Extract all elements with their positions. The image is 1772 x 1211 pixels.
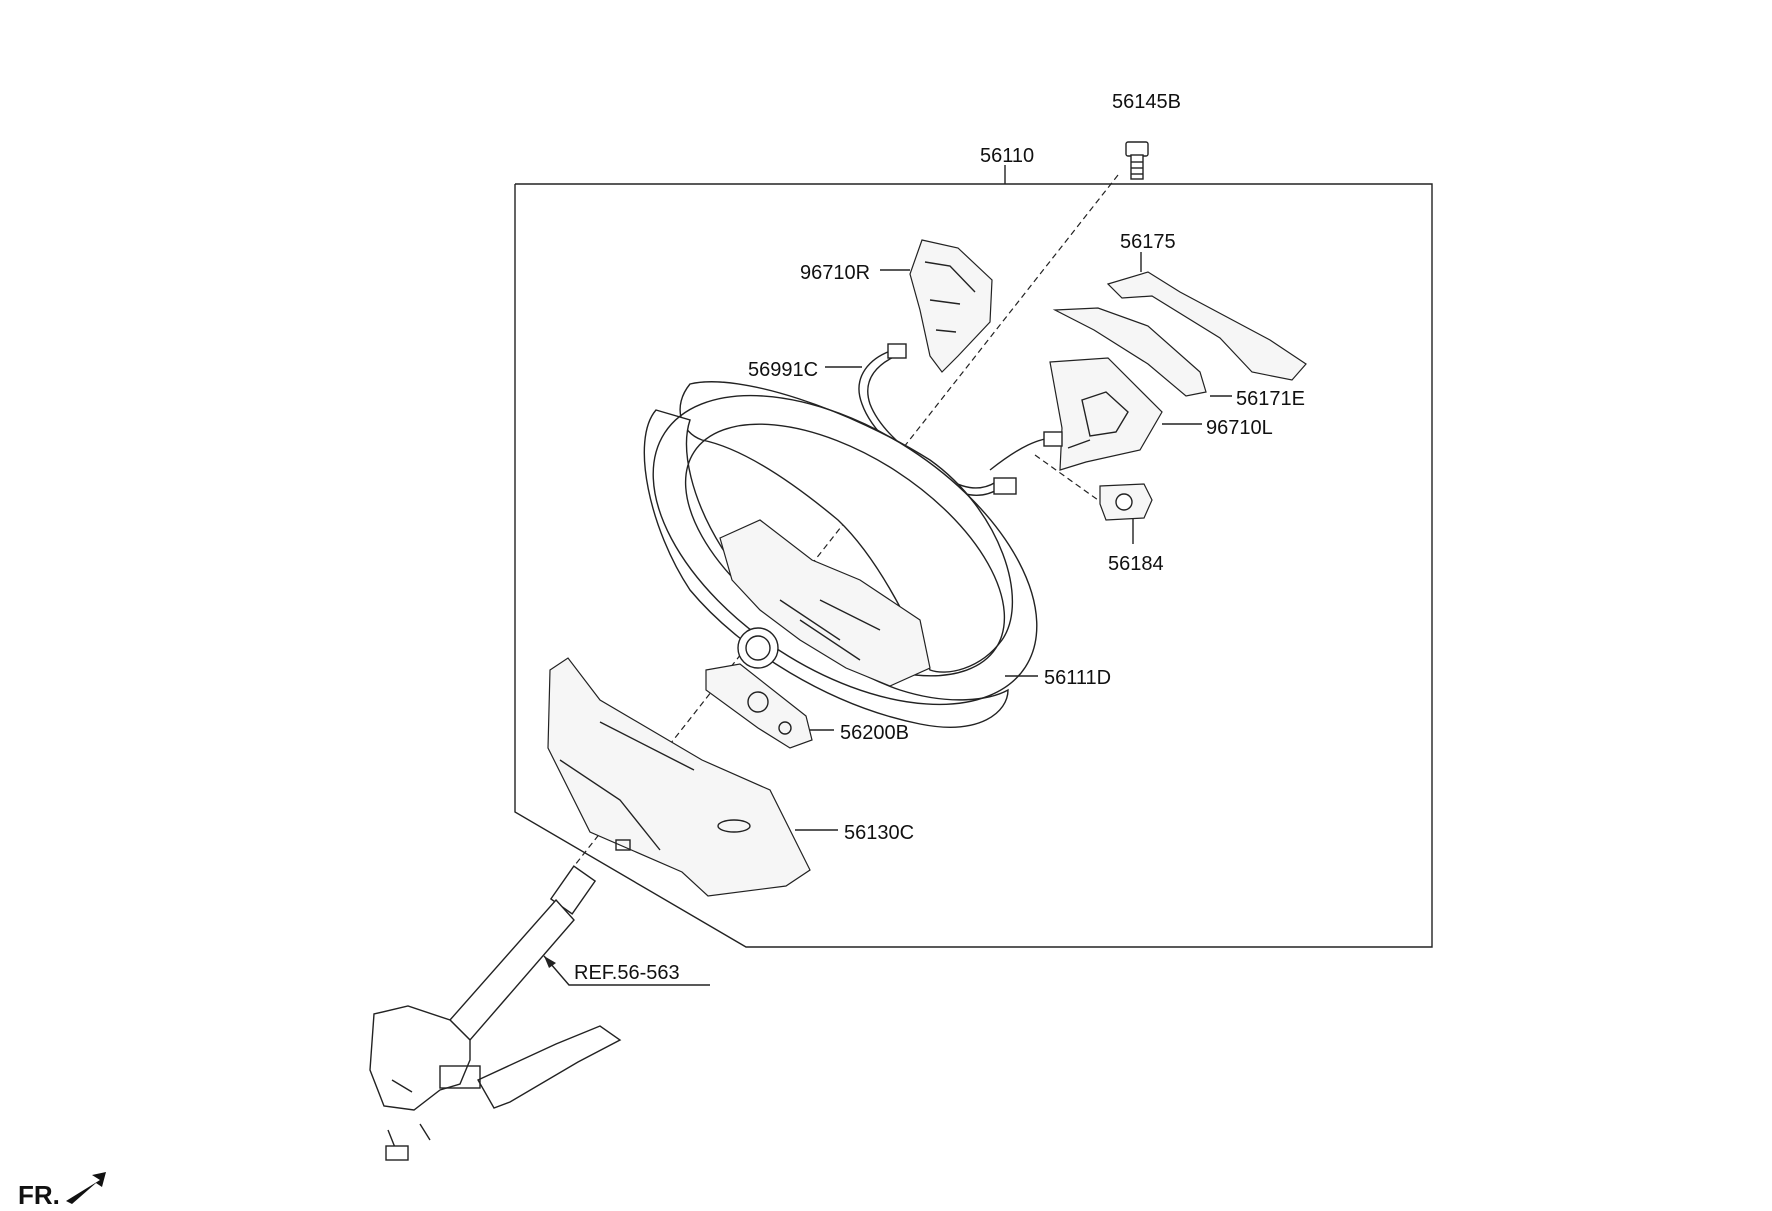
assembly-axis-side <box>1034 454 1099 501</box>
label-56145B: 56145B <box>1112 91 1181 113</box>
label-56991C: 56991C <box>748 359 819 381</box>
leader-ref <box>543 955 710 986</box>
trim-56175 <box>1106 271 1307 381</box>
label-56110: 56110 <box>980 145 1035 167</box>
cover-56130C <box>547 657 811 897</box>
label-56111D: 56111D <box>1044 667 1112 689</box>
wheel-rim <box>652 394 1038 706</box>
label-96710L: 96710L <box>1206 417 1273 439</box>
leader-ref-arrowhead <box>544 956 556 968</box>
wheel-hub <box>737 627 779 669</box>
forward-arrow-icon <box>66 1172 106 1204</box>
label-56200B: 56200B <box>840 722 909 744</box>
label-ref: REF.56-563 <box>574 962 680 984</box>
assembly-frame <box>514 183 1433 948</box>
steering-wheel-56111D <box>643 381 1038 728</box>
switch-96710L <box>1049 357 1163 471</box>
trim-56171E <box>1052 307 1207 397</box>
label-56184: 56184 <box>1108 553 1164 575</box>
label-56171E: 56171E <box>1236 388 1305 410</box>
label-96710R: 96710R <box>800 262 871 284</box>
steering-column-ref <box>369 865 622 1161</box>
direction-label: FR. <box>18 1180 60 1210</box>
label-56175: 56175 <box>1120 231 1176 253</box>
bolt-56145B <box>1125 141 1149 180</box>
damper-56200B <box>705 663 813 749</box>
label-56130C: 56130C <box>844 822 915 844</box>
connector-56184 <box>1099 483 1153 521</box>
switch-96710R <box>909 239 993 373</box>
